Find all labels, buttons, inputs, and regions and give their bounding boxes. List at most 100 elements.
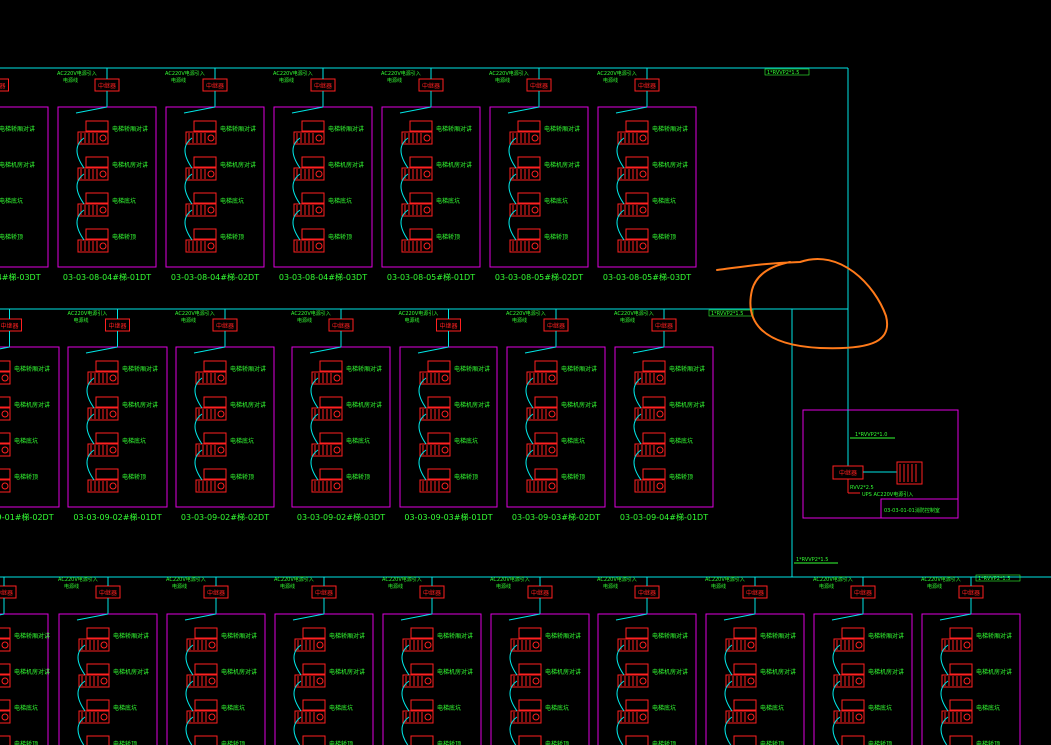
terminal-keypad [185,203,217,217]
terminal-label: 电梯轿顶 [868,740,892,745]
terminal-keypad [0,638,11,652]
terminal-feed [292,613,325,621]
terminal-label: 电梯轿顶 [328,233,352,241]
terminal-label: 电梯轿顶 [122,473,146,481]
terminal-handset [642,432,666,444]
terminal-feed [417,346,449,354]
terminal-speaker [333,410,341,418]
terminal-chain-wire [633,377,642,409]
terminal-chain-wire [525,413,534,445]
terminal-handset [85,120,109,132]
intercom-terminal: 电梯机房对讲 [634,396,705,421]
intercom-terminal: 电梯轿顶 [617,228,676,253]
terminal-speaker [855,641,863,649]
terminal-keypad [526,479,558,493]
terminal-handset [409,156,433,168]
terminal-handset [194,735,218,745]
terminal-keypad [833,638,865,652]
terminal-handset [0,432,11,444]
terminal-handset [302,663,326,675]
terminal-speaker [1,641,9,649]
terminal-handset [86,627,110,639]
terminal-handset [301,228,325,240]
terminal-handset [409,228,433,240]
terminal-speaker [531,134,539,142]
terminal-speaker [1,482,9,490]
terminal-chain-wire [185,716,194,745]
repeater-module-label: 中继器 [423,589,441,597]
elevator-cabinet: AC220V电源引入电源线中继器电梯轿厢对讲电梯机房对讲电梯底坑电梯轿顶03-0… [399,309,498,522]
repeater-module-label: 中继器 [547,322,565,330]
terminal-chain-wire [724,680,733,712]
terminal-speaker [1,410,9,418]
terminal-speaker [315,170,323,178]
terminal-keypad [0,710,11,724]
terminal-handset [203,360,227,372]
terminal-chain-wire [633,449,642,481]
terminal-speaker [639,206,647,214]
terminal-speaker [109,482,117,490]
terminal-label: 电梯机房对讲 [14,401,50,409]
terminal-label: 电梯机房对讲 [221,668,257,676]
repeater-module-label: 中继器 [531,589,549,597]
power-supply-sub-label: 电源线 [297,317,312,324]
intercom-terminal: 电梯轿顶 [195,468,254,493]
terminal-label: 电梯轿顶 [652,740,676,745]
intercom-terminal: 电梯轿顶 [0,233,23,241]
terminal-handset [203,432,227,444]
terminal-chain-wire [508,209,517,241]
intercom-terminal: 电梯轿厢对讲 [725,627,796,652]
terminal-speaker [315,206,323,214]
terminal-speaker [424,713,432,721]
intercom-terminal: 电梯轿顶 [311,468,370,493]
terminal-label: 电梯底坑 [652,197,676,205]
power-supply-sub-label: 电源线 [171,77,186,84]
terminal-handset [841,699,865,711]
intercom-terminal: 电梯轿顶 [194,735,245,745]
repeater-module-label: 中继器 [530,82,548,90]
repeater-module-label: 中继器 [315,589,333,597]
terminal-label: 电梯轿厢对讲 [545,632,581,640]
repeater-module-label: 中继器 [108,322,126,330]
intercom-terminal: 电梯底坑 [402,699,461,724]
terminal-speaker [656,410,664,418]
terminal-handset [85,228,109,240]
terminal-label: 电梯轿厢对讲 [221,632,257,640]
terminal-keypad [87,371,119,385]
cabinet-frame [0,613,49,745]
terminal-keypad [186,674,218,688]
terminal-label: 电梯轿厢对讲 [346,365,382,373]
terminal-speaker [639,641,647,649]
terminal-handset [517,192,541,204]
terminal-handset [427,468,451,480]
intercom-terminal: 电梯轿顶 [77,228,136,253]
terminal-keypad [510,710,542,724]
intercom-terminal: 电梯轿顶 [526,468,585,493]
terminal-chain-wire [940,644,949,676]
intercom-terminal: 电梯轿厢对讲 [186,627,257,652]
terminal-speaker [333,446,341,454]
terminal-handset [301,192,325,204]
terminal-label: 电梯底坑 [545,704,569,712]
intercom-terminal: 电梯机房对讲 [185,156,256,181]
terminal-keypad [294,710,326,724]
elevator-cabinet: AC220V电源引入电源线中继器电梯轿厢对讲电梯机房对讲电梯底坑电梯轿顶03-0… [291,309,391,522]
terminal-handset [625,699,649,711]
terminal-speaker [639,170,647,178]
repeater-module-label: 中继器 [207,589,225,597]
terminal-speaker [99,134,107,142]
terminal-chain-wire [76,209,85,241]
terminal-handset [203,396,227,408]
repeater-module-label: 中继器 [746,589,764,597]
intercom-terminal: 电梯机房对讲 [419,396,490,421]
terminal-label: 电梯机房对讲 [561,401,597,409]
terminal-speaker [531,170,539,178]
terminal-handset [193,120,217,132]
terminal-handset [0,468,11,480]
bus-cable-label-mid: 1*RVVP2*1.5 [711,311,743,317]
terminal-chain-wire [293,716,302,745]
terminal-label: 电梯机房对讲 [112,161,148,169]
